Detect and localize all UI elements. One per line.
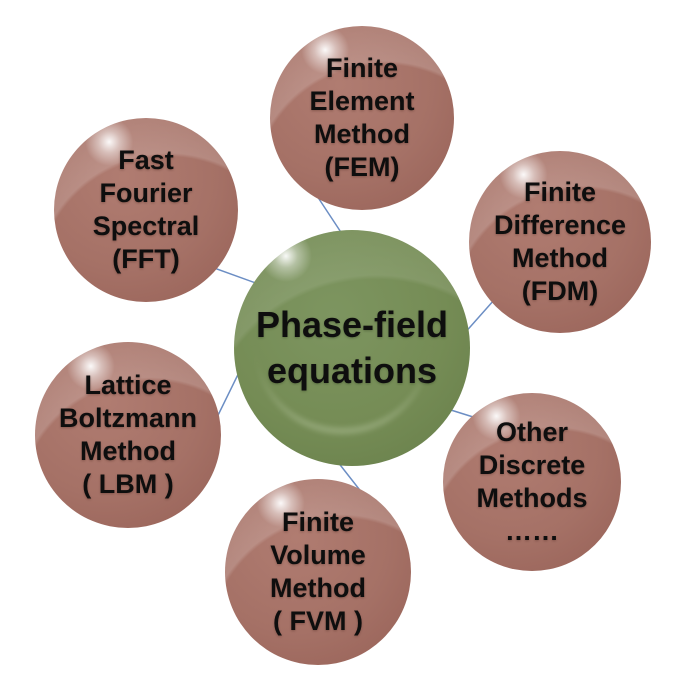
node-label-line: Spectral: [92, 211, 200, 241]
node-finite-difference-method: Finite Difference Method (FDM): [469, 151, 651, 333]
node-label-line: Finite: [326, 53, 398, 84]
node-label-line: Finite: [282, 507, 354, 538]
node-label-line: Methods: [476, 483, 588, 513]
node-label-line: Method: [80, 436, 176, 466]
node-label-line: ……: [505, 515, 559, 546]
node-fast-fourier-spectral: Fast Fourier Spectral (FFT): [54, 118, 238, 302]
node-label-line: Finite: [524, 177, 596, 208]
node-label-line: Boltzmann: [59, 403, 197, 434]
node-label-line: Volume: [270, 540, 366, 571]
node-label-line: (FFT): [112, 243, 180, 274]
node-label-line: (FEM): [324, 151, 400, 182]
node-other-discrete-methods: Other Discrete Methods ……: [443, 393, 621, 571]
node-finite-volume-method: Finite Volume Method ( FVM ): [225, 479, 411, 665]
node-label-line: ( LBM ): [82, 468, 174, 499]
node-label-line: (FDM): [521, 275, 599, 306]
node-label-line: Method: [512, 243, 608, 273]
node-label-line: Other: [495, 417, 568, 448]
node-label-line: Fast: [118, 145, 174, 176]
node-label-line: Fourier: [99, 178, 193, 209]
node-label-line: Element: [309, 86, 415, 117]
node-label-line: Discrete: [478, 450, 586, 481]
node-label-line: Method: [270, 573, 366, 603]
node-label-line: Method: [314, 119, 410, 149]
node-label-line: ( FVM ): [273, 605, 363, 636]
node-label-line: Difference: [493, 210, 627, 241]
center-label-line: Phase-field: [255, 303, 449, 345]
center-label-line: equations: [266, 350, 437, 391]
node-finite-element-method: Finite Element Method (FEM): [270, 26, 454, 210]
node-phase-field-equations: Phase-field equations: [234, 230, 470, 466]
node-label-line: Lattice: [84, 370, 172, 401]
node-lattice-boltzmann-method: Lattice Boltzmann Method ( LBM ): [35, 342, 221, 528]
